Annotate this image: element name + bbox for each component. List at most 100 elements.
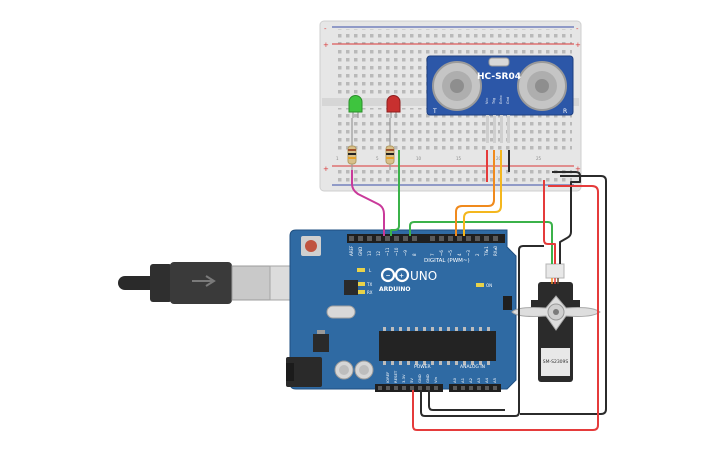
wire-green-servo — [409, 221, 553, 264]
pin-label-vcc: Vcc — [485, 98, 489, 104]
pin-a1: A1 — [460, 377, 465, 383]
receiver-core — [535, 79, 549, 93]
pin-9: ~9 — [403, 250, 408, 256]
arduino-uno: AREF GND 13 12 ~11 ~10 ~9 8 7 ~6 ~5 4 ~3… — [286, 229, 517, 392]
green-led — [348, 95, 363, 118]
microcontroller — [379, 331, 496, 361]
usb-icon — [192, 275, 216, 287]
pin-3: ~3 — [466, 250, 471, 256]
pin-12: 12 — [376, 250, 381, 256]
pin-a0: A0 — [452, 377, 457, 383]
pin-label-gnd: Gnd — [506, 97, 510, 104]
on-label: ON — [486, 283, 492, 288]
ultrasonic-sensor: HC-SR04 T R Vcc Trig Echo Gnd — [426, 55, 574, 143]
rail-top-holes-2 — [334, 35, 572, 44]
usb-plug-metal — [231, 265, 271, 301]
pin-3v3: 3.3V — [401, 374, 406, 383]
led-label-l: L — [369, 268, 372, 273]
pin-a4: A4 — [484, 377, 489, 383]
svg-text:10: 10 — [416, 156, 422, 161]
digital-header-holes — [349, 236, 498, 241]
rail-plus-label-top: + — [323, 41, 329, 49]
analog-header — [449, 384, 501, 392]
led-label-rx: RX — [367, 290, 373, 295]
usb-cable-strain-relief — [118, 276, 158, 290]
sensor-pins — [486, 115, 510, 143]
wire-black-gnd-1 — [420, 245, 544, 417]
svg-text:15: 15 — [456, 156, 462, 161]
wire-black-gnd-2 — [428, 390, 505, 411]
pin-5: ~5 — [448, 250, 453, 256]
pin-gnd: GND — [358, 247, 363, 256]
wire-red-5v — [412, 185, 599, 431]
usb-chip — [344, 280, 358, 295]
analog-pin-labels: A0 A1 A2 A3 A4 A5 — [452, 377, 497, 383]
pin-6: ~6 — [439, 250, 444, 256]
pin-7: 7 — [430, 253, 435, 256]
svg-text:5: 5 — [376, 156, 379, 161]
led-label-tx: TX — [366, 282, 372, 287]
rail-plus-label-bottom-right: + — [575, 165, 581, 173]
pin-label-echo: Echo — [499, 96, 503, 105]
pin-5v: 5V — [409, 378, 414, 383]
voltage-regulator — [313, 334, 329, 352]
resistor-1 — [347, 118, 357, 170]
pin-0: RX◂0 — [493, 245, 498, 256]
wire-yellow — [463, 150, 502, 236]
crystal — [488, 57, 510, 67]
pin-a3: A3 — [476, 377, 481, 383]
sensor-model-label: HC-SR04 — [477, 72, 521, 82]
power-section-label: POWER — [414, 364, 431, 370]
rail-plus-label-top-right: + — [575, 41, 581, 49]
reset-button[interactable] — [305, 240, 317, 252]
digital-header — [347, 234, 505, 243]
svg-text:25: 25 — [536, 156, 542, 161]
svg-text:1: 1 — [336, 156, 339, 161]
servo-label-plate — [541, 348, 570, 376]
wire-black-rail — [520, 175, 607, 415]
pin-4: 4 — [457, 253, 462, 256]
power-jack — [286, 357, 322, 387]
pin-2: 2 — [475, 253, 480, 256]
pin-aref: AREF — [349, 245, 354, 256]
wire-orange — [455, 150, 495, 236]
green-led-body — [348, 95, 363, 113]
pin-a2: A2 — [468, 377, 473, 383]
pin-label-trig: Trig — [492, 98, 496, 105]
power-pin-labels: IOREF RESET 3.3V 5V GND GND Vin — [385, 370, 438, 383]
oscillator — [326, 305, 356, 319]
rail-minus-label-top-right: - — [576, 25, 579, 33]
red-led — [386, 95, 401, 118]
pin-1: TX▸1 — [484, 246, 489, 257]
rail-minus-label-top: - — [324, 25, 327, 33]
digital-pin-labels: AREF GND 13 12 ~11 ~10 ~9 8 7 ~6 ~5 4 ~3… — [349, 245, 498, 257]
arduino-model-label: UNO — [410, 269, 437, 283]
pin-ioref: IOREF — [385, 372, 390, 383]
usb-plug-boot — [150, 264, 172, 302]
svg-text:−: − — [386, 273, 391, 280]
red-led-body — [386, 95, 401, 113]
arduino-logo: − + — [380, 267, 410, 283]
servo-motor: SM-S2309S — [511, 263, 601, 382]
sensor-t-mark: T — [432, 108, 437, 115]
icsp-header — [503, 296, 512, 310]
rail-top-holes-1 — [334, 29, 572, 38]
pin-13: 13 — [367, 250, 372, 256]
bottom-header-holes — [378, 386, 497, 390]
sensor-pin-labels: Vcc Trig Echo Gnd — [485, 96, 510, 106]
svg-text:20: 20 — [496, 156, 502, 161]
analog-section-label: ANALOG IN — [460, 364, 485, 370]
rail-bottom-holes-1 — [334, 168, 572, 177]
servo-model-label: SM-S2309S — [543, 359, 569, 365]
wire-red-servo — [543, 180, 556, 264]
pin-vin: Vin — [433, 376, 438, 383]
pin-11: ~11 — [385, 247, 390, 256]
usb-cable — [118, 262, 296, 304]
resistor-2 — [385, 118, 395, 170]
arduino-brand-label: ARDUINO — [379, 286, 410, 293]
digital-section-label: DIGITAL (PWM~) — [424, 258, 470, 264]
onboard-leds: L TX RX ON — [357, 268, 492, 295]
wire-black-servo — [552, 171, 581, 264]
